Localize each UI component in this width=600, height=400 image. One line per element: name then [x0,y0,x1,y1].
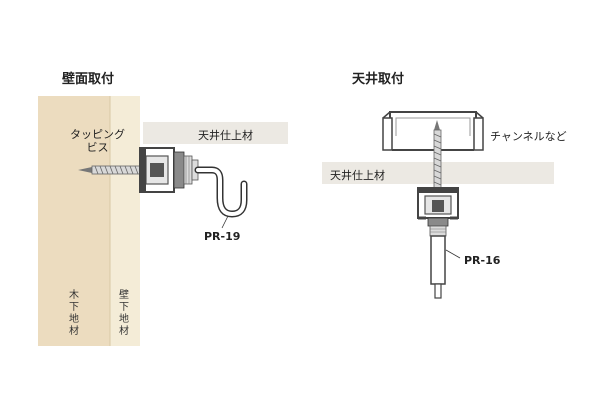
tapping-screw-label: タッピング ビス [70,128,125,154]
ceiling-mount-title: 天井取付 [352,72,405,87]
ceiling-finish-band-left [143,122,288,144]
product-pr19-label: PR-19 [204,230,241,243]
wall-base-label: 壁下地材 [119,290,129,337]
product-pr16-label: PR-16 [464,254,501,267]
channel-label: チャンネルなど [490,130,567,143]
rail-profile-wall [139,147,175,193]
rail-profile-ceiling [417,187,459,220]
wall-base-panel [110,96,140,346]
hook-pr19 [194,166,248,229]
ceiling-finish-label-right: 天井仕上材 [330,169,385,182]
wall-mount-title: 壁面取付 [62,72,115,87]
runner-ceiling [427,217,449,237]
tapping-screw [78,165,143,175]
channel [382,111,484,151]
ceiling-finish-label-left: 天井仕上材 [198,129,253,142]
runner-wall [173,151,199,189]
ceiling-screw [433,120,442,193]
wood-base-label: 木下地材 [69,290,79,337]
hanger-pr16 [430,235,461,299]
wood-base-panel [38,96,110,346]
